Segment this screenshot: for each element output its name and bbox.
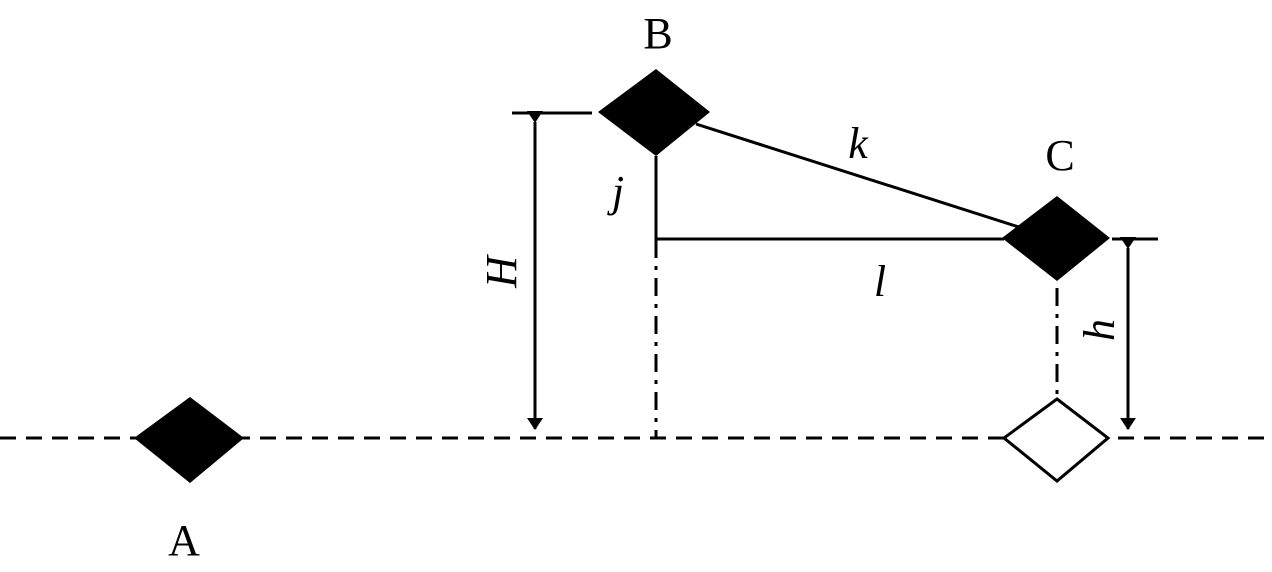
label-a: A (168, 516, 200, 565)
k-segment (695, 122, 1023, 230)
diamond-b (598, 69, 710, 156)
diamond-a (134, 397, 244, 483)
label-h: h (1075, 319, 1124, 341)
label-l: l (874, 257, 886, 306)
label-b: B (643, 9, 672, 58)
diamond-c-projection (1001, 397, 1111, 483)
label-H: H (477, 254, 526, 289)
diamond-c (1002, 196, 1110, 281)
label-c: C (1045, 131, 1074, 180)
label-k: k (848, 119, 869, 168)
label-j: j (607, 167, 624, 216)
